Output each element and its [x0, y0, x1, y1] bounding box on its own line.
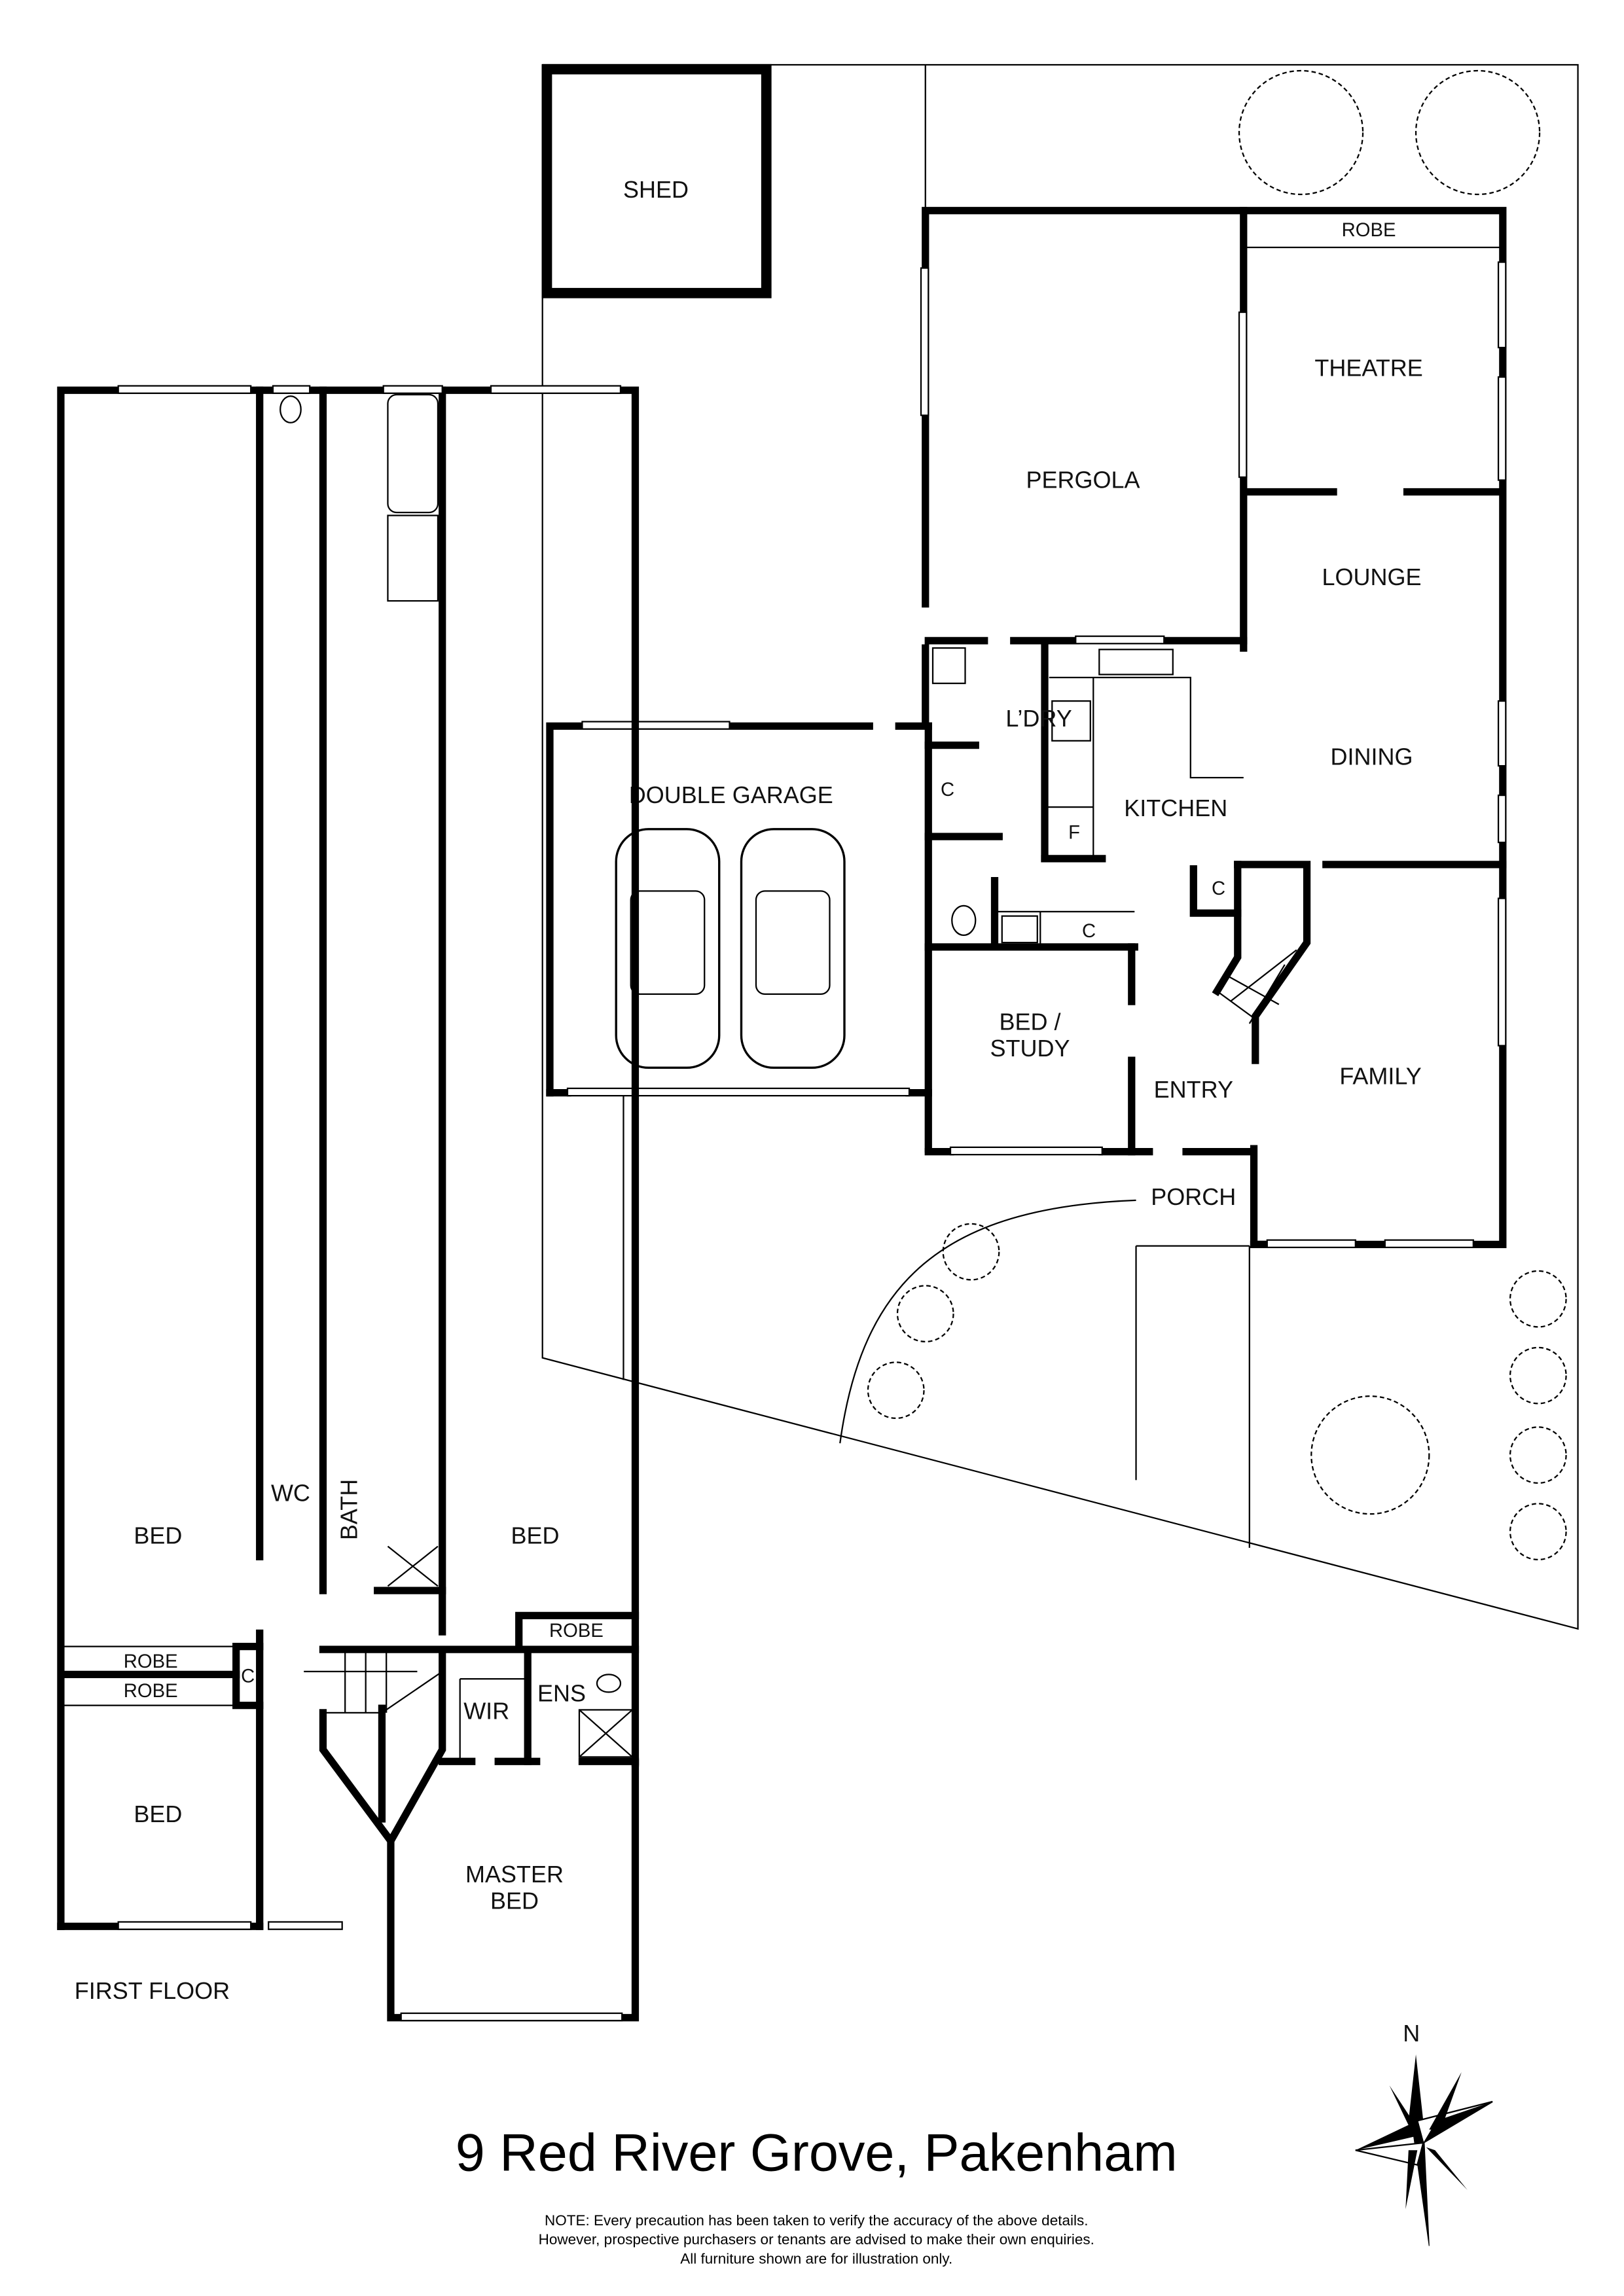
room-label-lounge: LOUNGE	[1322, 564, 1422, 590]
room-label-laundry-cupboard: C	[941, 780, 954, 800]
tree-icon	[896, 1285, 954, 1343]
room-label-entry: ENTRY	[1154, 1076, 1233, 1103]
tree-icon	[1509, 1503, 1567, 1561]
kitchen-fittings	[931, 647, 1244, 944]
room-label-bed-sw: BED	[134, 1801, 182, 1827]
room-label-shed: SHED	[623, 176, 689, 203]
compass-north-label: N	[1403, 2020, 1420, 2047]
room-label-fridge: F	[1068, 822, 1080, 843]
room-label-robe: ROBE	[1342, 220, 1396, 241]
disclaimer-line-3: All furniture shown are for illustration…	[680, 2250, 952, 2267]
room-label-wir: WIR	[463, 1697, 509, 1724]
room-label-robe-w2: ROBE	[124, 1681, 178, 1702]
ground-floor-walls	[546, 207, 1507, 1249]
first-floor-fixtures	[280, 393, 634, 1758]
room-shed: SHED	[541, 63, 772, 298]
room-label-robe-w1: ROBE	[124, 1651, 178, 1672]
site-boundary	[541, 63, 1579, 1630]
room-label-bed-ne: BED	[511, 1522, 559, 1549]
room-label-porch: PORCH	[1151, 1183, 1236, 1210]
cooktop-icon	[1051, 700, 1091, 742]
room-label-kitchen: KITCHEN	[1124, 795, 1227, 821]
tree-icon	[867, 1361, 925, 1420]
room-label-double-garage: DOUBLE GARAGE	[629, 781, 833, 808]
room-label-bed-nw: BED	[134, 1522, 182, 1549]
ground-stairs	[1216, 949, 1297, 1024]
room-label-pergola: PERGOLA	[1026, 466, 1140, 493]
room-label-hall-cupboard: C	[1082, 921, 1096, 942]
room-label-bath: BATH	[336, 1479, 363, 1540]
compass-rose-icon: N	[1355, 2020, 1493, 2246]
ground-floor-labels: ROBE THEATRE PERGOLA LOUNGE DINING KITCH…	[629, 220, 1423, 1210]
tree-icon	[942, 1223, 1000, 1281]
room-label-laundry: L’DRY	[1005, 705, 1072, 732]
windows-first	[117, 385, 623, 2022]
room-label-master-line1: MASTER	[465, 1861, 564, 1888]
toilet-icon	[951, 905, 977, 936]
toilet-icon	[280, 395, 302, 423]
tree-icon	[1509, 1426, 1567, 1484]
room-label-stair-cupboard: C	[1212, 878, 1225, 899]
sink-icon	[1098, 649, 1174, 675]
tree-icon	[1238, 69, 1364, 196]
first-floor-label: FIRST FLOOR	[75, 1977, 230, 2004]
first-floor-stairs	[304, 1652, 443, 1714]
washer-icon	[931, 647, 966, 685]
room-label-ens: ENS	[537, 1679, 586, 1706]
room-label-wc: WC	[271, 1479, 310, 1506]
first-floor-labels: BED WC BATH BED ROBE ROBE ROBE C WIR ENS…	[75, 1479, 604, 2004]
shower-icon	[387, 514, 439, 602]
car-icon	[740, 828, 846, 1069]
tree-icon	[1509, 1346, 1567, 1405]
room-label-robe-ne: ROBE	[549, 1621, 604, 1641]
toilet-icon	[596, 1674, 622, 1693]
room-label-linen-cupboard: C	[241, 1666, 255, 1687]
basin-icon	[1001, 915, 1038, 944]
car-icon	[615, 828, 721, 1069]
first-floor-walls	[57, 386, 640, 2022]
room-label-bed-study-line2: STUDY	[990, 1035, 1070, 1062]
property-title: 9 Red River Grove, Pakenham	[456, 2124, 1178, 2183]
tree-icon	[1310, 1395, 1430, 1515]
room-label-dining: DINING	[1331, 743, 1413, 770]
bathtub-icon	[387, 393, 439, 514]
room-label-theatre: THEATRE	[1314, 354, 1422, 381]
tree-icon	[1415, 69, 1541, 196]
tree-icon	[1509, 1270, 1567, 1328]
room-label-family: FAMILY	[1339, 1063, 1421, 1090]
disclaimer-line-2: However, prospective purchasers or tenan…	[539, 2231, 1094, 2248]
room-label-bed-study-line1: BED /	[1000, 1008, 1061, 1035]
room-label-master-line2: BED	[490, 1888, 539, 1914]
disclaimer-line-1: NOTE: Every precaution has been taken to…	[545, 2212, 1088, 2229]
windows-ground	[566, 261, 1507, 1249]
